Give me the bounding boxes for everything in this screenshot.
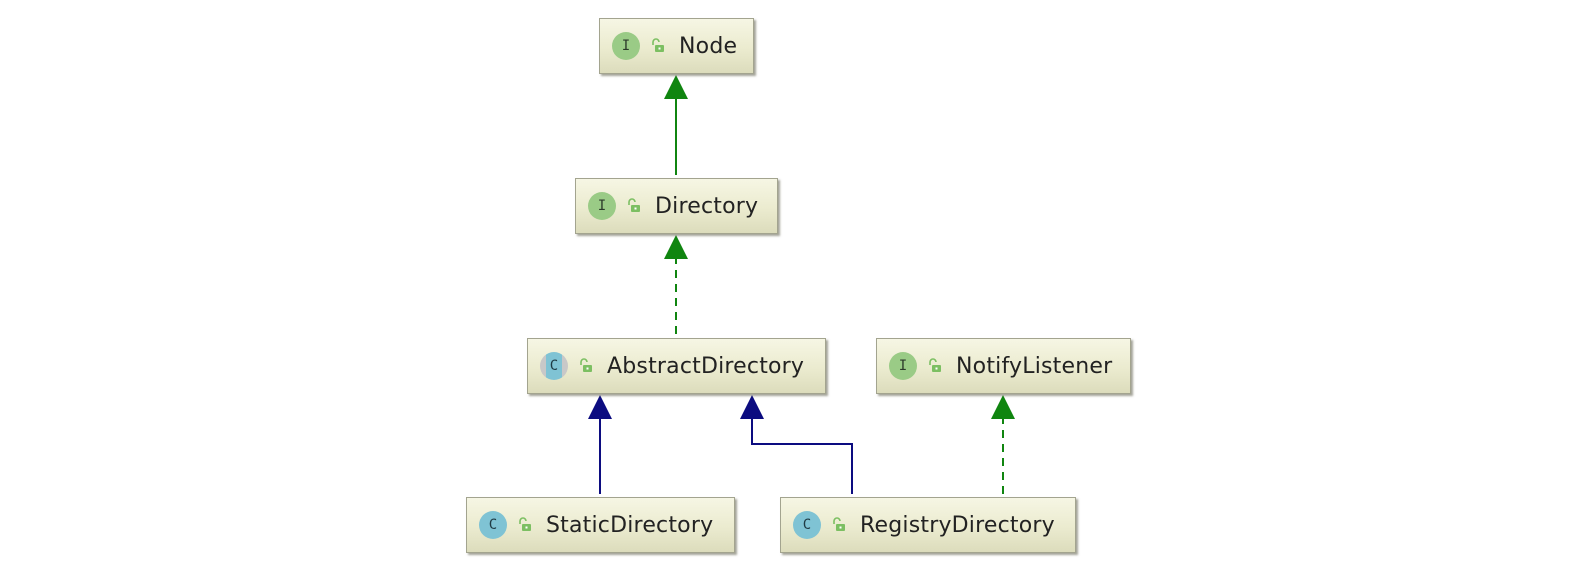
node-static-directory[interactable]: C StaticDirectory: [466, 497, 735, 553]
public-icon: [580, 358, 592, 372]
interface-icon: I: [588, 192, 616, 220]
node-label: Directory: [655, 193, 759, 219]
abstract-class-icon: C: [540, 352, 568, 380]
arrowhead-abstract-directory-left: [588, 395, 612, 419]
interface-icon: I: [612, 32, 640, 60]
arrowhead-abstract-directory-right: [740, 395, 764, 419]
interface-icon: I: [889, 352, 917, 380]
node-notify-listener[interactable]: I NotifyListener: [876, 338, 1131, 394]
node-label: Node: [679, 33, 738, 59]
node-label: RegistryDirectory: [860, 512, 1055, 538]
node-label: AbstractDirectory: [607, 353, 805, 379]
public-icon: [929, 358, 941, 372]
arrowhead-directory: [664, 235, 688, 259]
node-label: NotifyListener: [956, 353, 1113, 379]
class-icon: C: [479, 511, 507, 539]
node-node[interactable]: I Node: [599, 18, 754, 74]
node-label: StaticDirectory: [546, 512, 714, 538]
node-registry-directory[interactable]: C RegistryDirectory: [780, 497, 1076, 553]
class-icon: C: [793, 511, 821, 539]
public-icon: [628, 198, 640, 212]
arrowhead-notify-listener: [991, 395, 1015, 419]
public-icon: [652, 38, 664, 52]
public-icon: [519, 517, 531, 531]
public-icon: [833, 517, 845, 531]
node-abstract-directory[interactable]: C AbstractDirectory: [527, 338, 826, 394]
edge-registry-directory-to-abstract-directory: [751, 417, 853, 494]
arrowhead-node: [664, 75, 688, 99]
node-directory[interactable]: I Directory: [575, 178, 778, 234]
